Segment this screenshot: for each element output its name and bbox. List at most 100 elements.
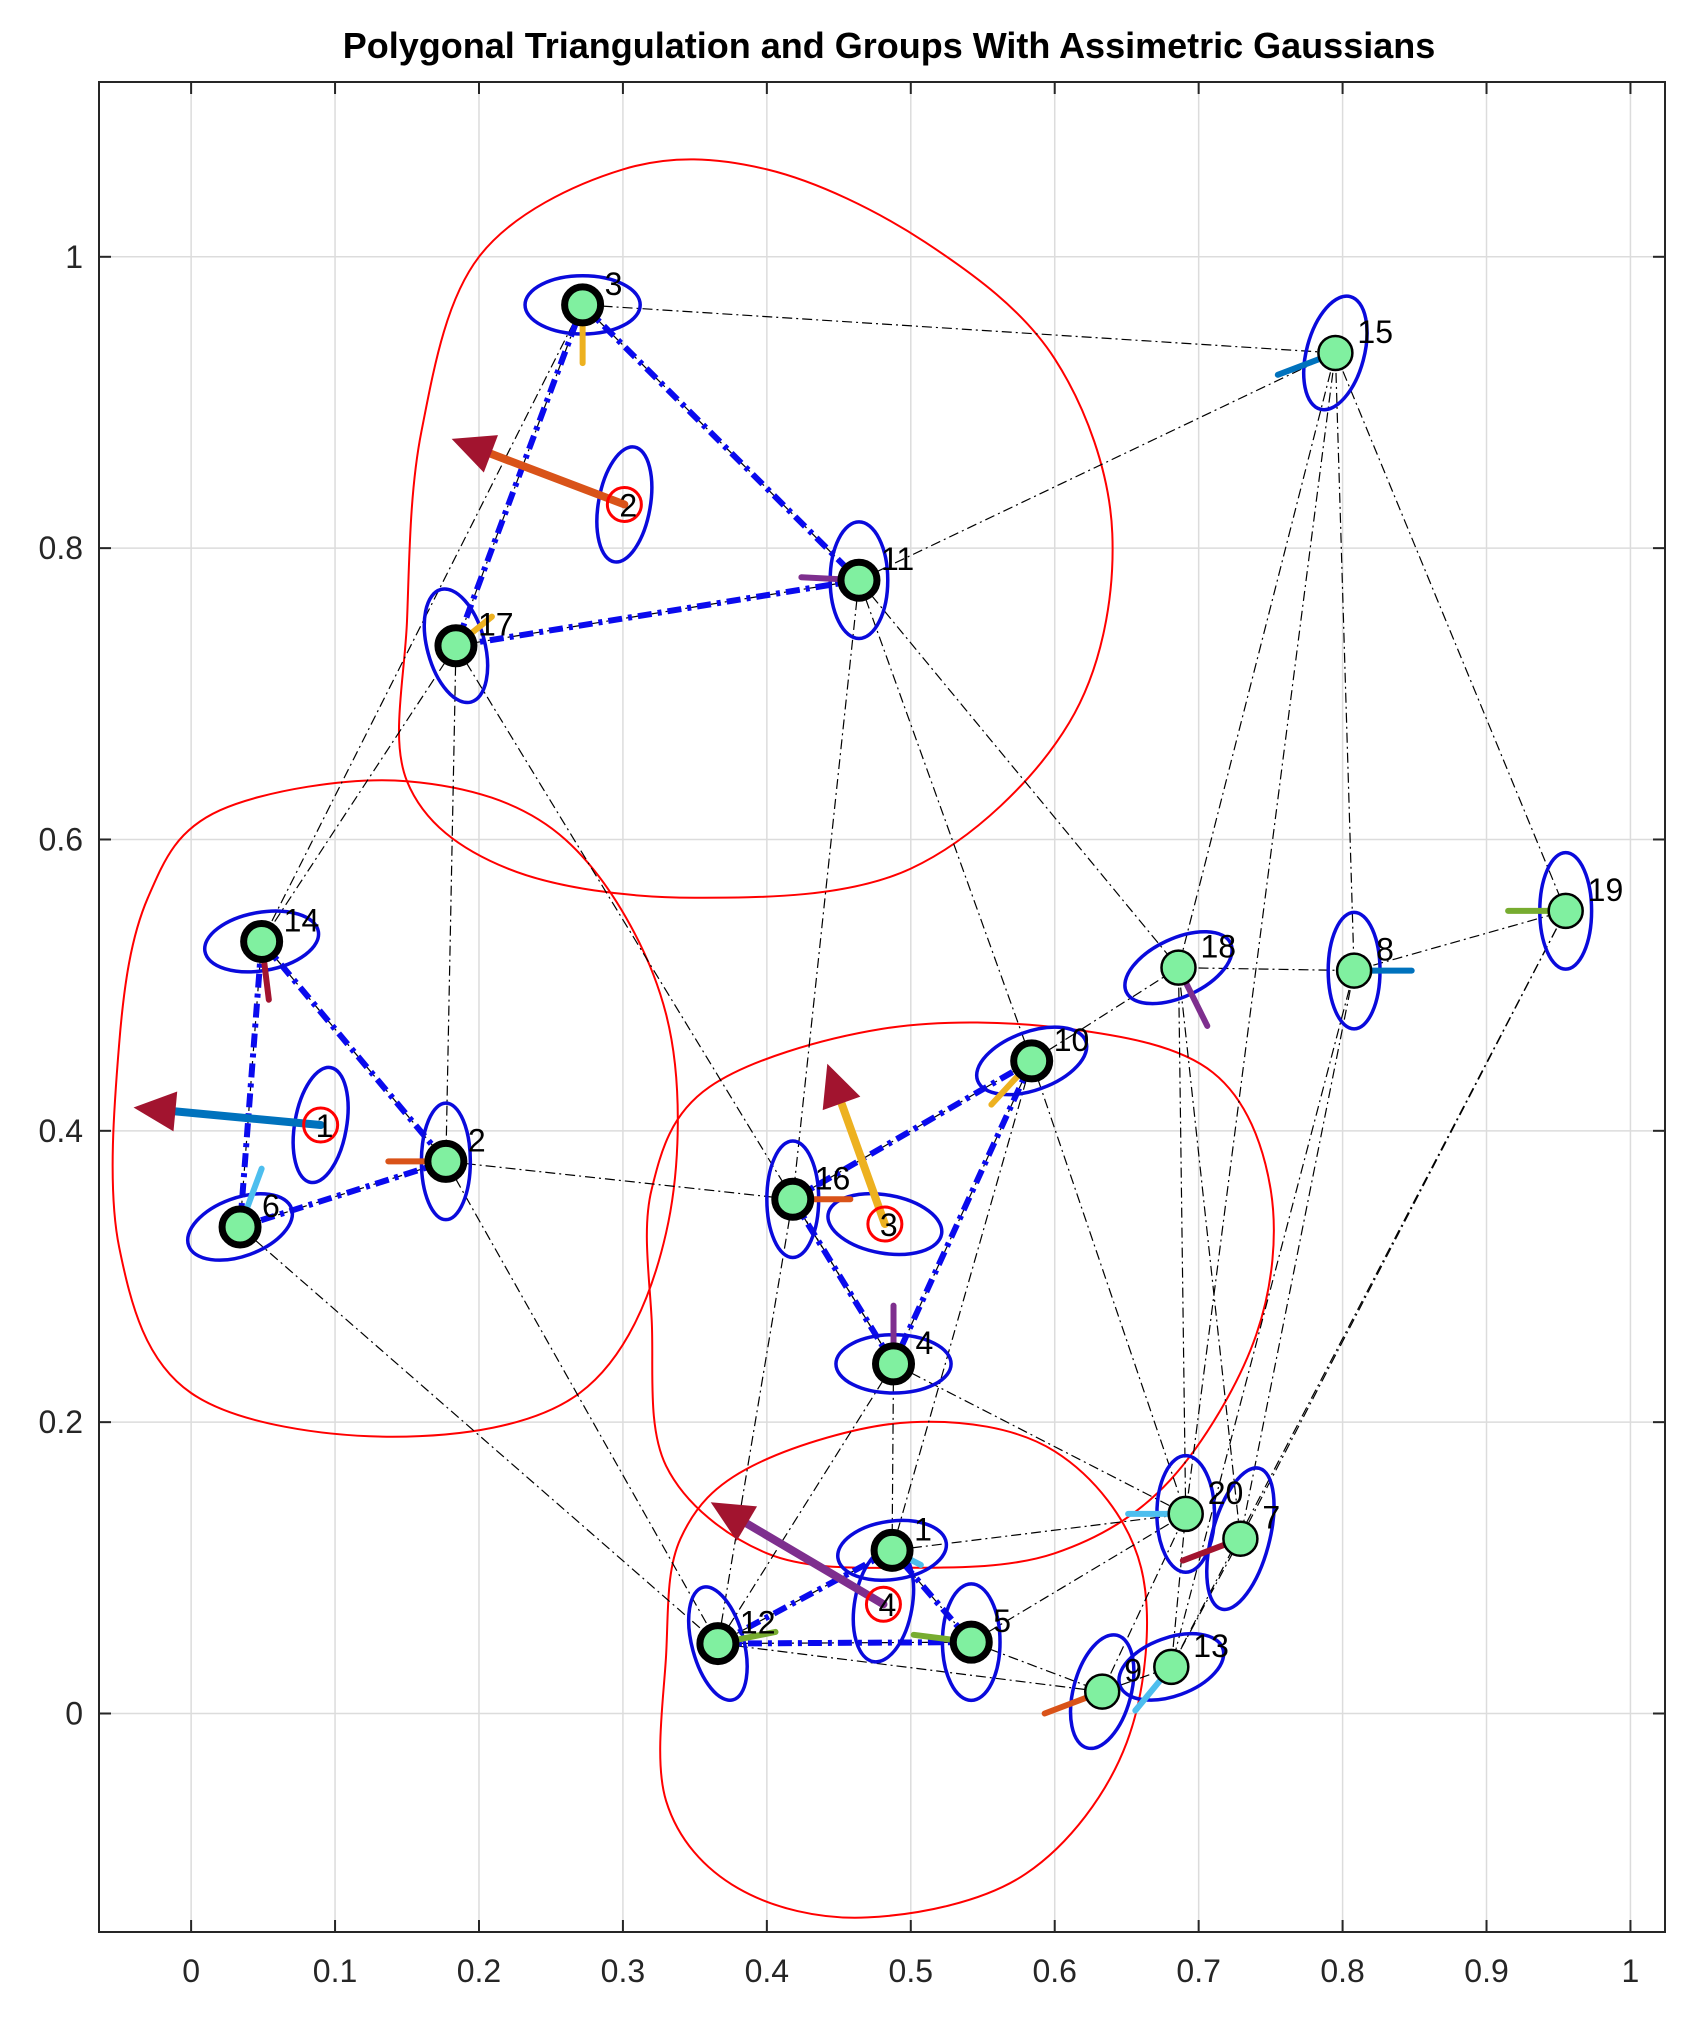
grid-lines	[99, 82, 1665, 1932]
node-marker	[1222, 1520, 1259, 1557]
node-marker	[1167, 1495, 1204, 1533]
y-tick-label: 0	[65, 1695, 83, 1731]
node-label: 13	[1193, 1628, 1229, 1664]
group-arrow-head	[451, 435, 499, 473]
group-arrow-head	[133, 1091, 178, 1132]
x-tick-label: 0.7	[1176, 1953, 1220, 1989]
node-label: 14	[284, 902, 320, 938]
triangle-edge	[717, 1639, 972, 1647]
triangulation-edge	[1334, 352, 1567, 912]
triangulation-edge	[717, 1642, 1103, 1693]
group-label: 3	[880, 1207, 898, 1243]
node-marker	[872, 1342, 916, 1386]
x-tick-label: 0.6	[1032, 1953, 1076, 1989]
group-boundary	[398, 158, 1114, 899]
node-marker	[1153, 1648, 1190, 1686]
node-marker	[771, 1177, 815, 1221]
triangulation-edge	[858, 352, 1336, 581]
node-marker	[1335, 952, 1373, 989]
group-ellipse	[595, 445, 654, 564]
x-tick-label: 0	[182, 1953, 200, 1989]
node-label: 18	[1201, 929, 1237, 965]
triangulation-edge	[1185, 352, 1336, 1515]
node-marker	[837, 558, 881, 602]
node-marker	[424, 1139, 468, 1183]
triangulation-edge	[892, 1060, 1033, 1365]
node-label: 8	[1376, 932, 1394, 968]
group-center-marker	[302, 1106, 340, 1144]
node-label: 9	[1124, 1653, 1142, 1689]
group-label: 2	[619, 487, 637, 523]
y-tick-label: 0.6	[39, 821, 83, 857]
x-tick-label: 0.8	[1320, 1953, 1364, 1989]
triangle-edge	[239, 1158, 447, 1230]
node-label: 1	[914, 1511, 932, 1547]
node-label: 19	[1588, 872, 1624, 908]
triangulation-edge	[717, 1363, 895, 1644]
y-tick-label: 1	[65, 239, 83, 275]
node-marker	[696, 1622, 740, 1666]
triangulation-edge	[970, 1513, 1187, 1643]
group-centers	[133, 435, 904, 1623]
group-arrow-head	[822, 1063, 861, 1111]
node-marker	[561, 283, 605, 327]
node-ellipse	[836, 1518, 949, 1582]
triangulation-edge	[261, 645, 457, 942]
node-label: 2	[468, 1122, 486, 1158]
node-marker	[1547, 892, 1584, 930]
node-ellipse	[1302, 294, 1369, 412]
x-tick-label: 1	[1622, 1953, 1640, 1989]
triangulation-edge	[261, 304, 584, 942]
triangulation-edge	[1177, 967, 1187, 1514]
group-center-marker	[866, 1205, 904, 1243]
node-marker	[1010, 1039, 1054, 1083]
triangulation-edge	[717, 1549, 893, 1645]
y-tick-label: 0.4	[39, 1113, 83, 1149]
x-tick-label: 0.3	[601, 1953, 645, 1989]
triangle-edge	[453, 303, 586, 647]
group-arrow-shaft	[742, 1519, 888, 1609]
node-label: 16	[815, 1160, 851, 1196]
node-label: 15	[1357, 314, 1393, 350]
x-tick-label: 0.1	[313, 1953, 357, 1989]
group-label: 1	[316, 1108, 334, 1144]
triangulation-edge	[792, 580, 860, 1200]
group-arrow-shaft	[837, 1099, 889, 1229]
triangle-edge	[716, 1547, 894, 1647]
triangulation-edge	[1239, 910, 1567, 1539]
node-label: 20	[1208, 1475, 1244, 1511]
triangulation-edge	[1177, 352, 1336, 968]
node-label: 7	[1262, 1500, 1280, 1536]
triangulation-edge	[1239, 970, 1355, 1539]
node-label: 4	[916, 1325, 934, 1361]
triangulation-edge	[445, 645, 457, 1162]
x-tick-label: 0.9	[1464, 1953, 1508, 1989]
triangulation-edge	[239, 1226, 719, 1645]
triangle-edge	[791, 1058, 1034, 1202]
triangle-edge	[237, 941, 265, 1228]
node-marker	[218, 1205, 262, 1249]
triangulation-edge	[582, 304, 1336, 354]
triangulation-edge	[445, 1161, 719, 1644]
triangulation-edge	[1101, 1513, 1187, 1692]
group-center-marker	[605, 485, 643, 523]
group-arrow-shaft	[486, 449, 629, 509]
node-ellipse	[185, 1192, 295, 1262]
group-label: 4	[878, 1587, 896, 1623]
nodes	[218, 283, 1584, 1710]
x-tick-label: 0.5	[889, 1953, 933, 1989]
node-ellipse	[1068, 1633, 1136, 1751]
triangulation-edge	[891, 1060, 1033, 1551]
node-ellipse	[940, 1582, 1002, 1703]
triangulation-edge	[858, 579, 1179, 969]
group-boundary	[111, 779, 679, 1438]
node-label: 5	[993, 1603, 1011, 1639]
triangulation-edge	[1178, 967, 1355, 972]
node-label: 6	[262, 1188, 280, 1224]
node-marker	[1160, 949, 1197, 986]
group-boundary	[659, 1420, 1148, 1919]
group-arrow-shaft	[171, 1107, 325, 1129]
